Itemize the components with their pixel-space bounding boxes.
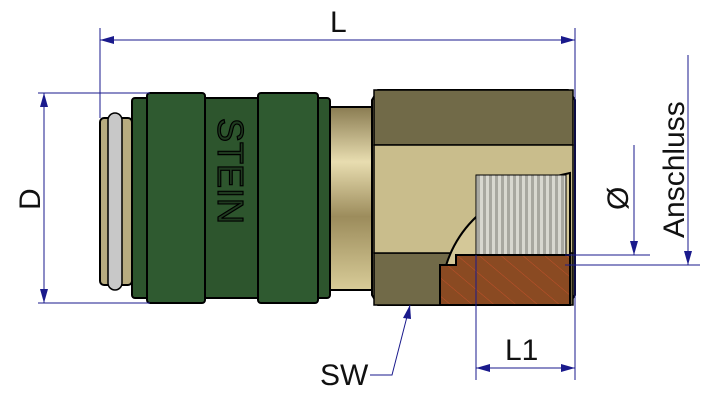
brass-neck bbox=[329, 106, 375, 291]
label-connection: Anschluss bbox=[658, 101, 691, 238]
internal-thread bbox=[475, 174, 567, 256]
nose bbox=[99, 112, 133, 291]
logo-text: STEIN bbox=[210, 118, 251, 224]
dimension-lines bbox=[38, 28, 700, 380]
arrowheads bbox=[40, 36, 692, 372]
label-wrench-size: SW bbox=[320, 359, 369, 392]
hex-body bbox=[371, 89, 576, 306]
section-hatch bbox=[439, 254, 571, 306]
label-bore: Ø bbox=[602, 187, 635, 210]
label-thread-length: L1 bbox=[505, 334, 538, 367]
green-sleeve: STEIN bbox=[131, 92, 331, 304]
label-length: L bbox=[330, 6, 347, 39]
label-diameter: D bbox=[14, 188, 47, 210]
